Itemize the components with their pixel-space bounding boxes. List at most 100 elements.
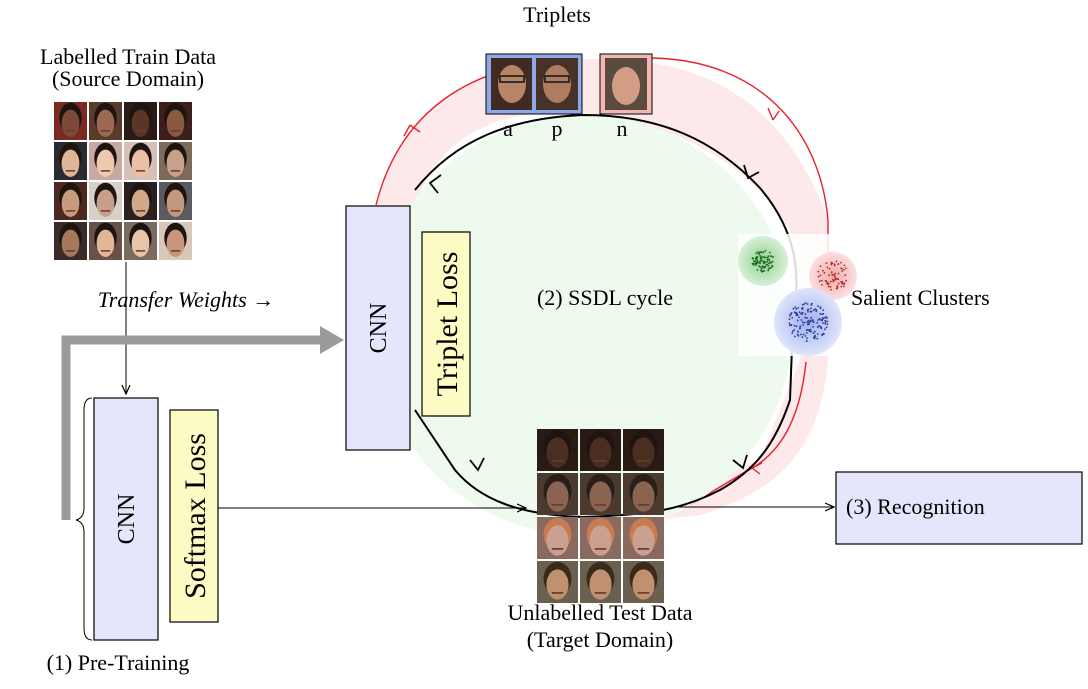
cluster-point bbox=[761, 266, 764, 269]
cluster-point bbox=[830, 263, 833, 266]
cluster-point bbox=[808, 323, 810, 326]
cluster-point bbox=[814, 335, 817, 338]
cluster-point bbox=[822, 309, 825, 312]
transfer-weights-label: Transfer Weights → bbox=[98, 287, 274, 312]
cluster-point bbox=[833, 274, 836, 277]
cluster-point bbox=[804, 335, 807, 337]
cluster-point bbox=[759, 260, 762, 262]
source-title-line2: (Source Domain) bbox=[52, 66, 204, 91]
cluster-point bbox=[762, 260, 765, 263]
target-title-line2: (Target Domain) bbox=[527, 627, 674, 652]
cluster-point bbox=[756, 251, 759, 254]
cluster-point bbox=[826, 320, 829, 323]
cluster-point bbox=[766, 258, 769, 261]
cluster-point bbox=[797, 330, 799, 333]
cluster-point bbox=[756, 261, 759, 263]
cluster-point bbox=[767, 268, 770, 270]
cluster-point bbox=[799, 326, 801, 329]
cluster-point bbox=[812, 320, 815, 322]
cluster-point bbox=[845, 279, 848, 282]
transfer-weights-arrow bbox=[61, 326, 344, 520]
cluster-point bbox=[832, 280, 835, 283]
cluster-point bbox=[797, 334, 800, 337]
cluster-point bbox=[764, 261, 767, 264]
cluster-point bbox=[801, 303, 804, 306]
cluster-point bbox=[837, 272, 840, 275]
cluster-point bbox=[831, 273, 834, 276]
cluster-point bbox=[843, 285, 845, 288]
cluster-point bbox=[795, 325, 798, 328]
cluster-point bbox=[840, 261, 842, 264]
cluster-point bbox=[762, 251, 764, 254]
cluster-point bbox=[813, 330, 816, 333]
recognition-box bbox=[835, 471, 1083, 545]
cluster-point bbox=[820, 326, 823, 329]
cluster-point bbox=[826, 266, 829, 269]
cluster-point bbox=[764, 249, 767, 252]
cluster-point bbox=[815, 309, 818, 311]
cluster-point bbox=[751, 262, 754, 265]
cluster-point bbox=[769, 267, 772, 270]
softmax-loss-label: Softmax Loss bbox=[179, 433, 212, 599]
cluster-points bbox=[751, 249, 848, 342]
cluster-point bbox=[789, 324, 791, 327]
cluster-point bbox=[840, 281, 842, 283]
cluster-point bbox=[792, 330, 794, 333]
cluster-point bbox=[817, 275, 820, 278]
cluster-point bbox=[825, 316, 828, 318]
positive-label: p bbox=[552, 116, 563, 141]
cluster-point bbox=[788, 322, 791, 325]
cluster-point bbox=[803, 303, 806, 305]
cluster-point bbox=[766, 256, 769, 259]
cluster-point bbox=[807, 319, 810, 322]
cluster-point bbox=[759, 262, 761, 264]
triplets-group: Triplets a p n bbox=[485, 2, 653, 141]
cluster-point bbox=[796, 314, 799, 316]
cluster-point bbox=[818, 280, 821, 283]
cluster-point bbox=[809, 328, 812, 331]
cluster-point bbox=[827, 285, 830, 288]
cluster-point bbox=[841, 270, 843, 272]
cluster-point bbox=[836, 287, 839, 289]
cluster-point bbox=[819, 274, 822, 277]
triplets-title: Triplets bbox=[523, 2, 591, 27]
cluster-point bbox=[810, 330, 812, 333]
cluster-point bbox=[796, 319, 799, 322]
cluster-point bbox=[815, 310, 818, 313]
cluster-point bbox=[763, 256, 765, 258]
cluster-point bbox=[826, 323, 829, 326]
cluster-point bbox=[821, 283, 823, 286]
cluster-point bbox=[799, 325, 802, 327]
cluster-point bbox=[759, 266, 761, 268]
cluster-point bbox=[767, 265, 770, 267]
cluster-point bbox=[771, 255, 773, 258]
cluster-point bbox=[835, 260, 838, 263]
cluster-point bbox=[808, 321, 810, 324]
cluster-point bbox=[809, 319, 812, 322]
cluster-point bbox=[828, 267, 831, 270]
cluster-point bbox=[756, 269, 759, 271]
cluster-point bbox=[793, 311, 796, 314]
cluster-point bbox=[768, 262, 770, 265]
cluster-point bbox=[767, 269, 770, 272]
cluster-point bbox=[829, 280, 832, 283]
pretraining-caption: (1) Pre-Training bbox=[47, 650, 190, 675]
cluster-point bbox=[806, 317, 808, 319]
cluster-point bbox=[791, 316, 794, 319]
cluster-point bbox=[806, 321, 809, 324]
cluster-point bbox=[825, 280, 827, 283]
cluster-point bbox=[823, 271, 826, 274]
cluster-point bbox=[805, 340, 808, 342]
cluster-point bbox=[817, 270, 820, 273]
cluster-point bbox=[843, 282, 846, 285]
cluster-point bbox=[755, 261, 757, 263]
cluster-point bbox=[762, 266, 765, 268]
cluster-point bbox=[765, 264, 768, 266]
cluster-point bbox=[803, 321, 806, 324]
cluster-point bbox=[816, 333, 819, 335]
cluster-point bbox=[833, 263, 836, 266]
cluster-point bbox=[801, 313, 803, 316]
cluster-point bbox=[829, 285, 832, 288]
cluster-point bbox=[812, 336, 815, 339]
